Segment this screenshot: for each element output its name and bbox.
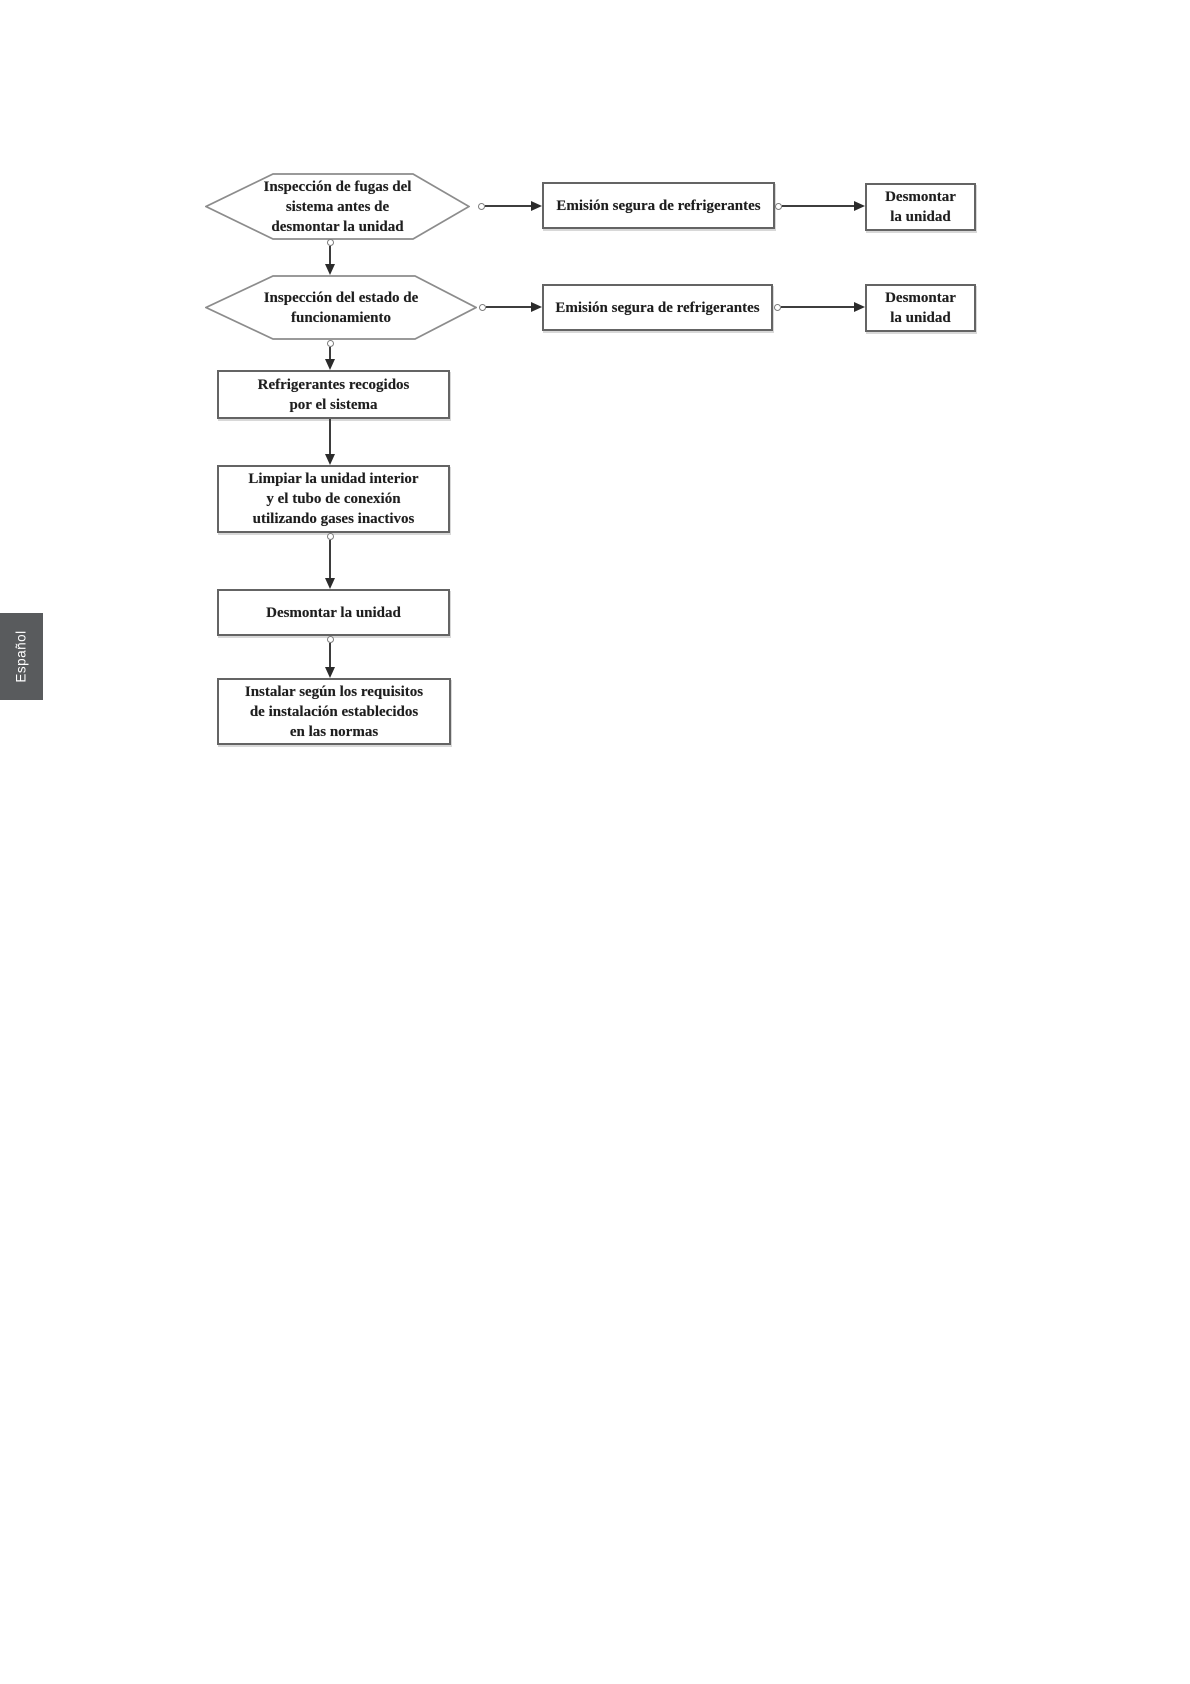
flow-node-label: Inspección del estado de funcionamiento <box>263 289 419 326</box>
flow-node-safe-emission-1: Emisión segura de refrigerantes <box>542 182 775 229</box>
arrow-head <box>325 264 335 275</box>
flow-node-dismount-2: Desmontar la unidad <box>865 284 976 332</box>
arrow-head <box>325 454 335 465</box>
hexagon-shape <box>205 173 470 240</box>
connector-dot <box>775 203 782 210</box>
flow-node-label: Desmontar la unidad <box>885 290 956 326</box>
connector-dot <box>478 203 485 210</box>
connector-line <box>329 347 331 359</box>
connector-dot <box>479 304 486 311</box>
connector-line <box>329 540 331 578</box>
language-tab-label: Español <box>14 630 30 683</box>
connector-line <box>329 419 331 454</box>
flow-node-safe-emission-2: Emisión segura de refrigerantes <box>542 284 773 331</box>
connector-dot <box>327 533 334 540</box>
flow-node-label: Limpiar la unidad interior y el tubo de … <box>248 471 419 527</box>
language-tab-espanol: Español <box>0 613 43 700</box>
flow-node-label: Inspección de fugas del sistema antes de… <box>263 178 412 235</box>
flow-node-label: Desmontar la unidad <box>266 604 401 621</box>
flow-node-leak-inspection: Inspección de fugas del sistema antes de… <box>205 173 470 240</box>
arrow-head <box>854 201 865 211</box>
arrow-head <box>325 578 335 589</box>
connector-dot <box>327 636 334 643</box>
flow-node-dismount-1: Desmontar la unidad <box>865 183 976 231</box>
flow-node-label: Refrigerantes recogidos por el sistema <box>257 376 410 413</box>
flow-node-operating-state: Inspección del estado de funcionamiento <box>205 275 477 340</box>
connector-line <box>486 306 531 308</box>
arrow-head <box>854 302 865 312</box>
hexagon-shape <box>205 275 477 340</box>
flow-node-dismount-unit: Desmontar la unidad <box>217 589 450 636</box>
connector-line <box>781 306 854 308</box>
connector-dot <box>327 239 334 246</box>
connector-line <box>329 643 331 667</box>
connector-line <box>329 246 331 264</box>
connector-dot <box>327 340 334 347</box>
flow-node-refrigerants-collected: Refrigerantes recogidos por el sistema <box>217 370 450 419</box>
flow-node-install-requirements: Instalar según los requisitos de instala… <box>217 678 451 745</box>
arrow-head <box>325 359 335 370</box>
flow-node-label: Emisión segura de refrigerantes <box>556 197 761 214</box>
flow-node-label: Emisión segura de refrigerantes <box>555 299 760 316</box>
flow-node-clean-unit: Limpiar la unidad interior y el tubo de … <box>217 465 450 533</box>
arrow-head <box>531 201 542 211</box>
arrow-head <box>325 667 335 678</box>
flow-node-label: Desmontar la unidad <box>885 189 956 225</box>
arrow-head <box>531 302 542 312</box>
flow-node-label: Instalar según los requisitos de instala… <box>244 683 424 740</box>
connector-line <box>782 205 854 207</box>
connector-line <box>485 205 531 207</box>
connector-dot <box>774 304 781 311</box>
